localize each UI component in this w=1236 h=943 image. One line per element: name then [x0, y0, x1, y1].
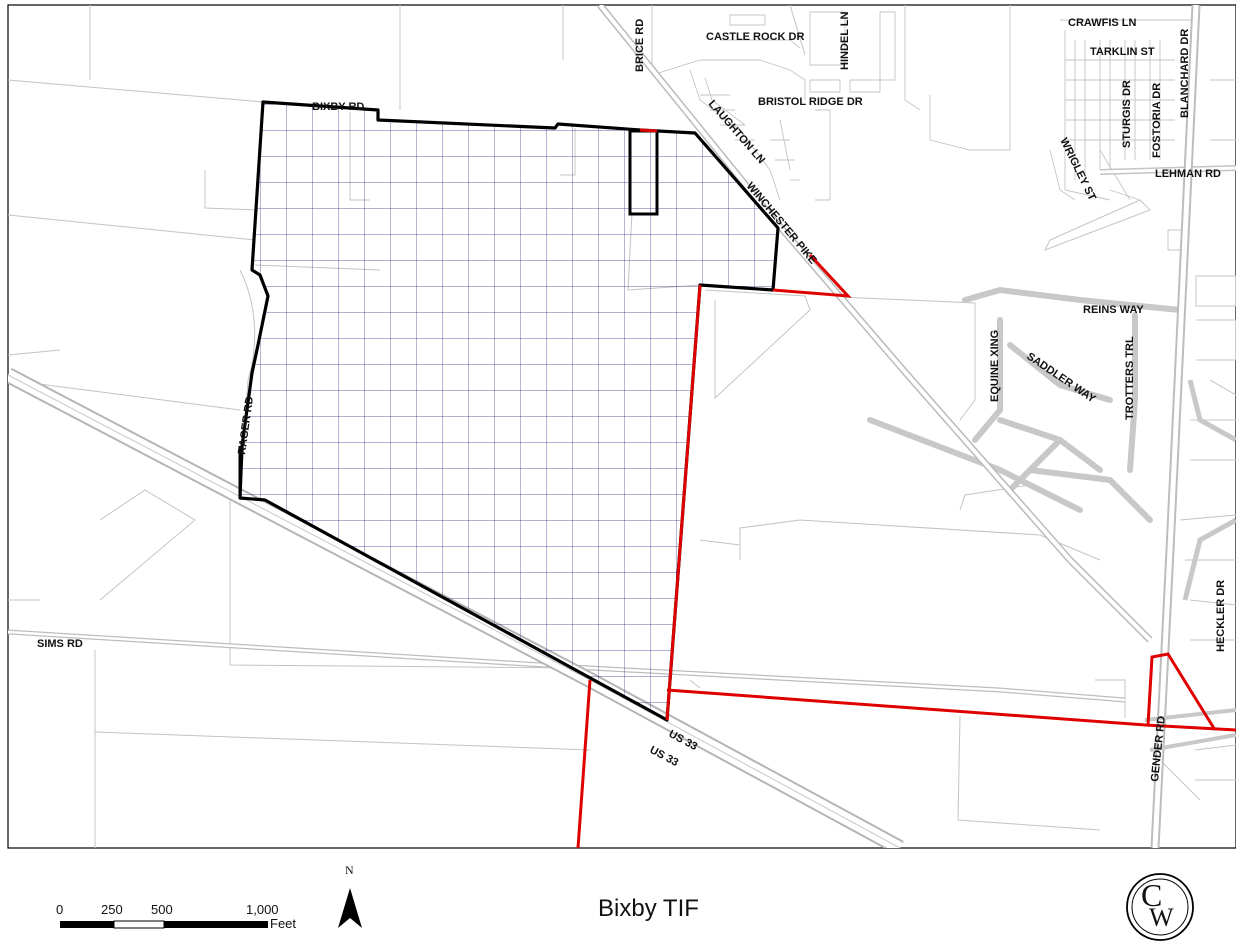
scale-tick-1000: 1,000 — [246, 902, 279, 917]
label-bixby: BIXBY RD — [312, 101, 364, 113]
north-label: N — [345, 863, 354, 877]
label-equine: EQUINE XING — [989, 330, 1001, 402]
label-fostoria: FOSTORIA DR — [1151, 83, 1163, 158]
basemap — [8, 5, 1236, 848]
local-streets — [867, 286, 1183, 523]
label-tarklin: TARKLIN ST — [1090, 46, 1155, 58]
scale-tick-0: 0 — [56, 902, 63, 917]
label-crawfis: CRAWFIS LN — [1068, 17, 1136, 29]
scale-tick-250: 250 — [101, 902, 123, 917]
logo-letter-c: C — [1141, 877, 1162, 913]
label-brice: BRICE RD — [634, 19, 646, 72]
logo-icon: C W — [1126, 873, 1194, 941]
north-arrow-icon: N — [338, 863, 362, 928]
label-heckler: HECKLER DR — [1215, 580, 1227, 652]
red-boundary-lines — [576, 128, 1236, 849]
scale-unit: Feet — [270, 916, 296, 931]
label-bristol-ridge: BRISTOL RIDGE DR — [758, 96, 863, 108]
logo-letter-w: W — [1149, 903, 1174, 932]
label-hindel: HINDEL LN — [839, 11, 851, 70]
label-blanchard: BLANCHARD DR — [1179, 29, 1191, 118]
subdivision-lots — [651, 5, 1200, 201]
scale-bar: 0 250 500 1,000 Feet — [56, 902, 296, 931]
scale-tick-500: 500 — [151, 902, 173, 917]
label-sims: SIMS RD — [37, 638, 83, 650]
label-lehman: LEHMAN RD — [1155, 168, 1221, 180]
label-reins: REINS WAY — [1083, 304, 1144, 316]
label-sturgis: STURGIS DR — [1121, 80, 1133, 148]
label-castle-rock: CASTLE ROCK DR — [706, 31, 804, 43]
label-trotters: TROTTERS TRL — [1124, 336, 1136, 420]
map-title: Bixby TIF — [598, 895, 699, 922]
